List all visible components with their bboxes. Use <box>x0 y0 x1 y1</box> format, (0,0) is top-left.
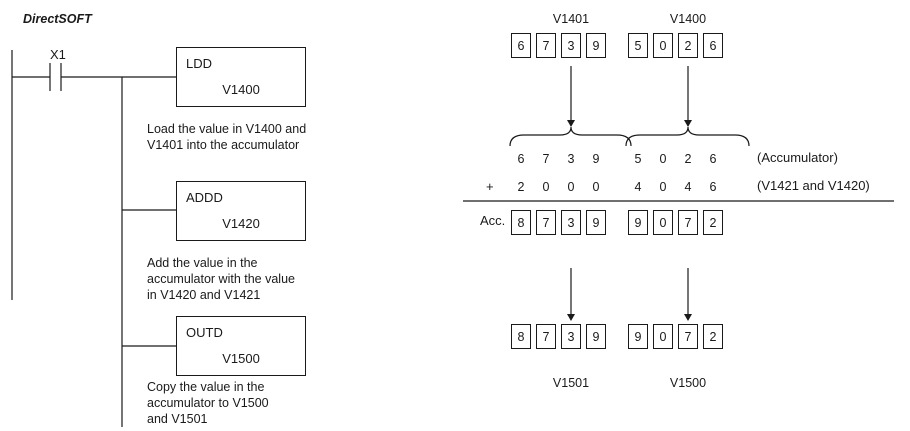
description-line: in V1420 and V1421 <box>147 288 261 302</box>
description-line: V1401 into the accumulator <box>147 138 300 152</box>
register-v1501: 8 7 3 9 <box>511 324 606 349</box>
register-digit: 8 <box>511 210 531 235</box>
digit: 0 <box>542 180 550 194</box>
instruction-operand: V1420 <box>222 216 260 231</box>
accumulator-digits: 6 7 3 9 <box>511 151 606 167</box>
instruction-box-ldd: LDD V1400 <box>176 47 306 107</box>
accumulator-result-low: 9 0 7 2 <box>628 210 723 235</box>
digit: 0 <box>567 180 575 194</box>
digit: 3 <box>567 152 575 166</box>
digit: 9 <box>592 152 600 166</box>
digit: 2 <box>684 152 692 166</box>
register-name: V1500 <box>669 376 707 390</box>
register-digit: 2 <box>678 33 698 58</box>
register-digit: 9 <box>586 324 606 349</box>
register-name: V1400 <box>669 12 707 26</box>
register-v1500: 9 0 7 2 <box>628 324 723 349</box>
instruction-opcode: OUTD <box>186 325 223 340</box>
digit: 6 <box>709 152 717 166</box>
instruction-operand: V1400 <box>222 82 260 97</box>
digit: 6 <box>709 180 717 194</box>
register-digit: 3 <box>561 210 581 235</box>
instruction-opcode: ADDD <box>186 190 223 205</box>
register-digit: 0 <box>653 33 673 58</box>
accumulator-label: (Accumulator) <box>757 150 838 165</box>
register-name: V1401 <box>552 12 590 26</box>
description-line: Load the value in V1400 and <box>147 122 307 136</box>
instruction-description: Load the value in V1400 and V1401 into t… <box>147 121 306 153</box>
register-digit: 3 <box>561 33 581 58</box>
digit: 2 <box>517 180 525 194</box>
register-digit: 7 <box>678 210 698 235</box>
digit: 5 <box>634 152 642 166</box>
register-digit: 0 <box>653 324 673 349</box>
description-line: Add the value in the <box>147 256 258 270</box>
register-digit: 5 <box>628 33 648 58</box>
register-digit: 7 <box>536 33 556 58</box>
description-line: Copy the value in the <box>147 380 265 394</box>
register-digit: 7 <box>536 210 556 235</box>
brace-low <box>625 126 750 147</box>
digit: 4 <box>684 180 692 194</box>
register-digit: 7 <box>536 324 556 349</box>
digit: 0 <box>592 180 600 194</box>
addend-label: (V1421 and V1420) <box>757 178 870 193</box>
instruction-description: Copy the value in the accumulator to V15… <box>147 379 269 427</box>
description-line: and V1501 <box>147 412 208 426</box>
register-digit: 6 <box>703 33 723 58</box>
register-digit: 0 <box>653 210 673 235</box>
register-digit: 9 <box>586 210 606 235</box>
register-digit: 9 <box>628 324 648 349</box>
digit: 0 <box>659 152 667 166</box>
register-name: V1501 <box>552 376 590 390</box>
arrow-head <box>567 314 575 321</box>
brace-high <box>509 126 632 147</box>
addend-digits: 4 0 4 6 <box>628 179 723 195</box>
register-v1400: 5 0 2 6 <box>628 33 723 58</box>
register-digit: 9 <box>586 33 606 58</box>
contact-label: X1 <box>50 47 66 62</box>
digit: 6 <box>517 152 525 166</box>
diagram-title: DirectSOFT <box>23 12 92 26</box>
instruction-box-outd: OUTD V1500 <box>176 316 306 376</box>
instruction-opcode: LDD <box>186 56 213 71</box>
arrow-head <box>684 314 692 321</box>
addend-digits: 2 0 0 0 <box>511 179 606 195</box>
register-digit: 3 <box>561 324 581 349</box>
register-digit: 9 <box>628 210 648 235</box>
plus-sign: + <box>486 179 494 194</box>
accumulator-digits: 5 0 2 6 <box>628 151 723 167</box>
accumulator-result-high: 8 7 3 9 <box>511 210 606 235</box>
register-digit: 6 <box>511 33 531 58</box>
register-digit: 8 <box>511 324 531 349</box>
digit: 7 <box>542 152 550 166</box>
description-line: accumulator with the value <box>147 272 295 286</box>
arrow-head <box>567 120 575 127</box>
register-digit: 2 <box>703 210 723 235</box>
arrow-head <box>684 120 692 127</box>
accumulator-result-label: Acc. <box>480 213 506 228</box>
instruction-description: Add the value in the accumulator with th… <box>147 255 295 303</box>
description-line: accumulator to V1500 <box>147 396 269 410</box>
register-v1401: 6 7 3 9 <box>511 33 606 58</box>
register-digit: 2 <box>703 324 723 349</box>
instruction-box-addd: ADDD V1420 <box>176 181 306 241</box>
digit: 0 <box>659 180 667 194</box>
register-digit: 7 <box>678 324 698 349</box>
instruction-operand: V1500 <box>222 351 260 366</box>
digit: 4 <box>634 180 642 194</box>
